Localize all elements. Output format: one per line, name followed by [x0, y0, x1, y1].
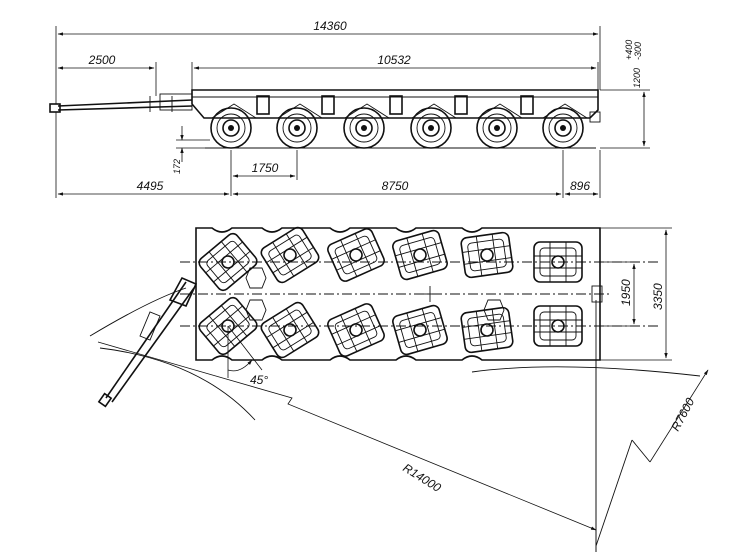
label-track-width: 1950 [619, 279, 633, 306]
label-height-tol-plus: +400 [624, 40, 634, 60]
wheel-3 [343, 107, 385, 149]
bogie-row-lower [195, 294, 583, 361]
drawbar [49, 93, 193, 113]
dim-overall-length: 14360 [55, 19, 601, 104]
steering-angle: 45° [227, 325, 268, 387]
wheel-2 [276, 107, 318, 149]
turning-radii: R14000 R7600 [89, 287, 709, 552]
dim-drawbar-length: 2500 [57, 53, 157, 96]
label-height: 1200 [632, 68, 642, 88]
dim-axle-spacing: 1750 [230, 150, 298, 196]
dim-platform-height: 1200 +400 -300 [600, 40, 650, 149]
wheel-5 [476, 107, 518, 149]
dim-platform-length: 10532 [191, 53, 599, 90]
wheel-6 [542, 107, 584, 149]
label-steering-angle: 45° [250, 373, 268, 387]
label-axle-spacing: 1750 [252, 161, 279, 175]
deck-cutouts [245, 267, 603, 321]
label-overall-width: 3350 [651, 283, 665, 310]
label-ground-clearance: 172 [172, 159, 182, 174]
label-platform-length: 10532 [377, 53, 411, 67]
steered-drawbar [97, 276, 198, 408]
top-view: 1950 3350 45° R14000 R76 [89, 224, 709, 552]
label-rear-overhang: 896 [570, 179, 590, 193]
dim-overall-width: 3350 [600, 227, 672, 361]
label-drawbar-length: 2500 [88, 53, 116, 67]
bogie-row-upper [195, 224, 583, 294]
wheel-1 [210, 107, 252, 149]
suspension-units [211, 95, 588, 119]
dim-track-width: 1950 [600, 261, 640, 327]
label-outer-radius: R14000 [400, 461, 443, 495]
side-view: 14360 2500 10532 1200 +400 -300 [49, 19, 650, 198]
rear-coupling [589, 111, 601, 123]
label-height-tol-minus: -300 [633, 42, 643, 60]
dim-bottom-chain: 4495 8750 896 [55, 112, 601, 198]
wheel-4 [410, 107, 452, 149]
label-front-overhang: 4495 [137, 179, 164, 193]
label-overall-length: 14360 [313, 19, 347, 33]
label-inner-radius: R7600 [668, 395, 697, 433]
dim-ground-clearance: 172 [172, 126, 210, 174]
label-wheelbase: 8750 [382, 179, 409, 193]
